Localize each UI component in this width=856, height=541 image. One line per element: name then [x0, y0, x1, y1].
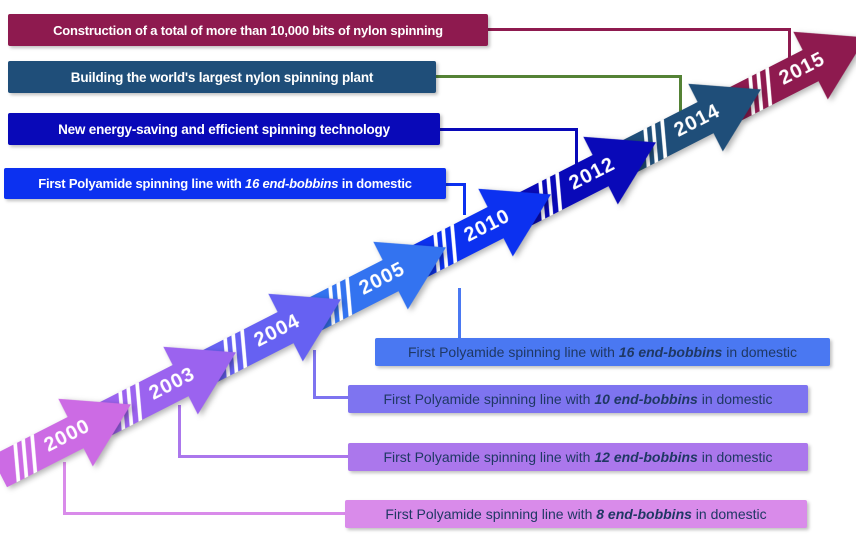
label-16-bobbins: First Polyamide spinning line with 16 en…	[375, 338, 830, 366]
label-prefix: First Polyamide spinning line with	[407, 344, 619, 360]
label-emphasis: 12 end-bobbins	[594, 449, 698, 465]
break-mark	[22, 436, 29, 480]
label-emphasis: 10 end-bobbins	[594, 391, 698, 407]
label-energy-saving-technology: New energy-saving and efficient spinning…	[8, 113, 440, 145]
label-text: New energy-saving and efficient spinning…	[58, 121, 390, 137]
label-suffix: in domestic	[697, 391, 773, 407]
label-prefix: First Polyamide spinning line with	[383, 391, 595, 407]
label-suffix: in domestic	[691, 506, 767, 522]
connector-10-bobbins-vertical	[313, 350, 316, 399]
year-label: 2012	[565, 153, 619, 196]
label-text: Construction of a total of more than 10,…	[53, 22, 443, 38]
label-text: First Polyamide spinning line with 16 en…	[38, 176, 412, 191]
label-8-bobbins: First Polyamide spinning line with 8 end…	[345, 500, 807, 528]
label-text: First Polyamide spinning line with 12 en…	[383, 449, 772, 465]
label-prefix: First Polyamide spinning line with	[383, 449, 595, 465]
label-text: First Polyamide spinning line with 16 en…	[408, 344, 797, 360]
connector-2010-vertical	[463, 183, 466, 215]
connector-2010-horizontal	[444, 183, 466, 186]
label-suffix: in domestic	[722, 344, 798, 360]
label-text: Building the world's largest nylon spinn…	[70, 69, 374, 85]
label-10-bobbins: First Polyamide spinning line with 10 en…	[348, 385, 808, 413]
year-label: 2003	[145, 363, 199, 406]
year-label: 2000	[40, 415, 94, 458]
label-prefix: First Polyamide spinning line with	[38, 176, 246, 191]
label-worlds-largest-plant: Building the world's largest nylon spinn…	[8, 61, 436, 93]
connector-2012-vertical	[575, 128, 578, 168]
connector-2012-horizontal	[438, 128, 578, 131]
label-emphasis: 16 end-bobbins	[618, 344, 723, 360]
connector-8-bobbins-vertical	[63, 462, 66, 514]
label-text: First Polyamide spinning line with 10 en…	[383, 391, 772, 407]
year-label: 2005	[355, 258, 409, 301]
label-prefix: First Polyamide spinning line with	[385, 506, 597, 522]
label-emphasis: 16 end-bobbins	[245, 176, 339, 191]
connector-16-bobbins-vertical	[458, 288, 461, 338]
connector-2015-vertical	[788, 28, 791, 62]
break-mark	[13, 441, 20, 485]
label-suffix: in domestic	[697, 449, 773, 465]
year-label: 2010	[460, 205, 514, 248]
year-label: 2015	[775, 48, 829, 91]
connector-2015-horizontal	[486, 28, 791, 31]
label-text: First Polyamide spinning line with 8 end…	[385, 506, 766, 522]
connector-2014-vertical	[679, 75, 682, 117]
connector-8-bobbins-horizontal	[63, 512, 345, 515]
label-12-bobbins: First Polyamide spinning line with 12 en…	[348, 443, 808, 471]
year-label: 2014	[670, 100, 724, 143]
label-suffix: in domestic	[338, 176, 412, 191]
connector-12-bobbins-vertical	[178, 405, 181, 457]
connector-12-bobbins-horizontal	[178, 455, 348, 458]
connector-2014-horizontal	[434, 75, 682, 78]
label-construction-10000-bits: Construction of a total of more than 10,…	[8, 14, 488, 46]
label-emphasis: 8 end-bobbins	[596, 506, 692, 522]
connector-10-bobbins-horizontal	[313, 396, 348, 399]
label-16-bobbins-top: First Polyamide spinning line with 16 en…	[4, 168, 446, 199]
year-label: 2004	[250, 310, 304, 353]
